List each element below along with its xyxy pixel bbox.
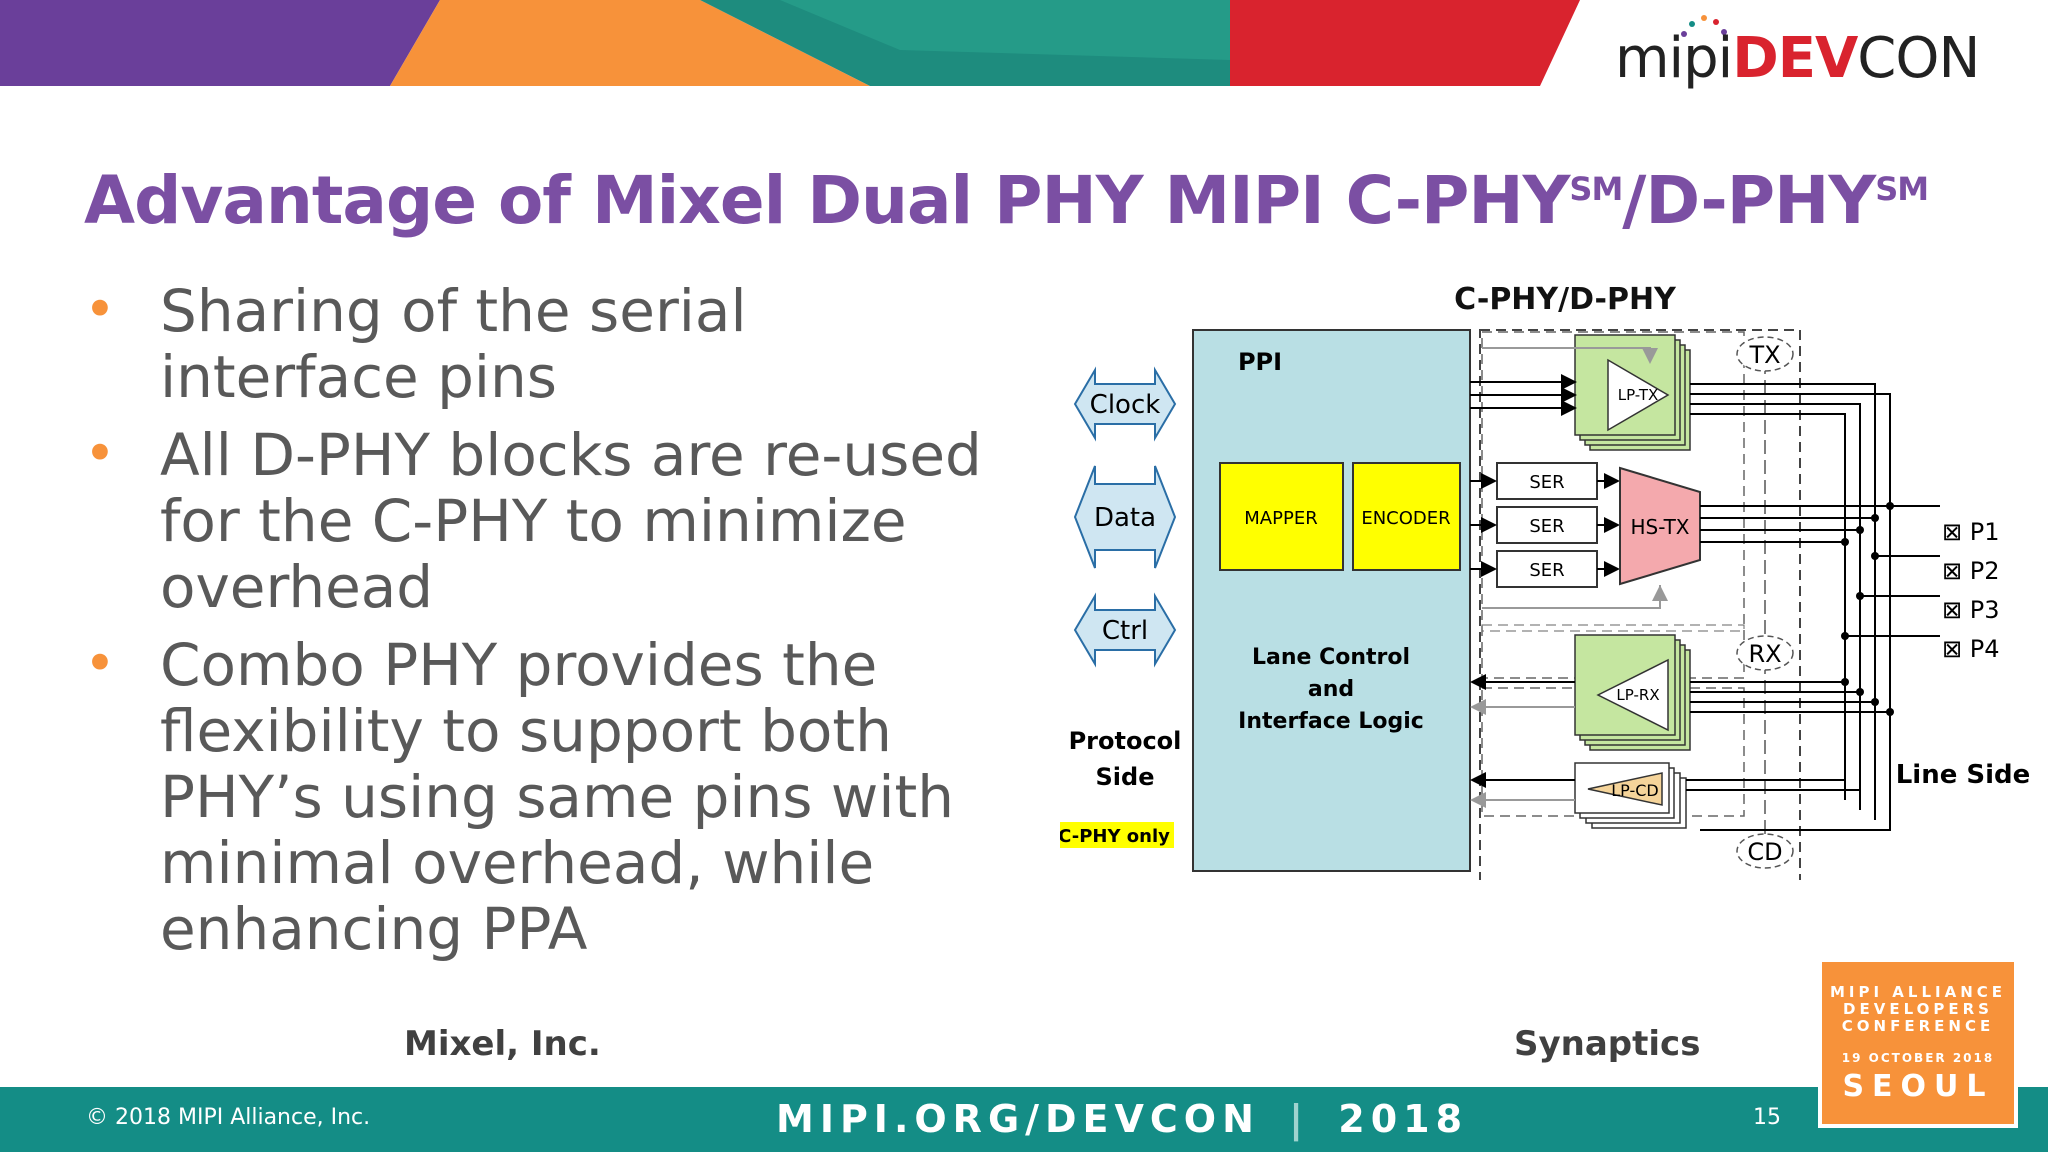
encoder-block [1352,462,1461,571]
lp-tx-output-wires [1690,383,1891,831]
lane-control-label-3: Interface Logic [1238,709,1424,734]
lp-tx-block: LP-TX [1574,334,1691,451]
region-divider [1481,624,1745,632]
pin-p2: ⊠ P2 [1942,557,1999,585]
credit-left: Mixel, Inc. [404,1024,601,1064]
pin-p3: ⊠ P3 [1942,596,1999,624]
lp-cd-block: LP-CD [1574,762,1687,829]
encoder-label: ENCODER [1361,508,1450,529]
credit-right: Synaptics [1514,1024,1701,1064]
hs-tx-ctrl-line [1482,585,1661,609]
mipi-devcon-logo: mipiDEVCON [1615,26,1980,91]
logo-dev: DEV [1732,26,1858,91]
badge-date: 19 OCTOBER 2018 [1841,1051,1995,1065]
lane-control-label-2: and [1308,677,1354,702]
ser-label: SER [1529,516,1564,537]
badge-line-3: CONFERENCE [1841,1017,1995,1035]
cd-label: CD [1747,838,1782,866]
lp-rx-block: LP-RX [1574,634,1691,751]
logo-dots-icon [1681,15,1727,37]
clock-label: Clock [1090,390,1161,420]
clock-arrow: Clock [1073,366,1177,442]
tx-label: TX [1748,341,1780,369]
data-arrow: Data [1073,465,1177,569]
wire-junctions [1841,502,1894,716]
ser-label: SER [1529,560,1564,581]
ser-block: SER [1496,550,1598,588]
footer-bar: © 2018 MIPI Alliance, Inc. MIPI.ORG/DEVC… [0,1087,2048,1152]
bullet-marker: • [84,422,116,485]
title-mid: /D-PHY [1622,162,1876,239]
hs-tx-output-wires [1700,505,1890,543]
lp-cd-label: LP-CD [1611,781,1658,800]
ctrl-label: Ctrl [1102,616,1148,646]
bullet-item: • Combo PHY provides the flexibility to … [84,632,1024,962]
diagram-title: C-PHY/D-PHY [1454,282,1677,317]
data-label: Data [1094,503,1156,533]
badge-line-2: DEVELOPERS [1843,1000,1993,1018]
cphy-only-label: C-PHY only [1060,826,1170,847]
bullet-marker: • [84,278,116,341]
ctrl-arrow: Ctrl [1073,592,1177,668]
page-number: 15 [1753,1105,1781,1130]
rx-label: RX [1748,640,1781,668]
title-main: Advantage of Mixel Dual PHY MIPI C-PHY [84,162,1570,239]
lp-tx-ctrl-arrow [1482,347,1658,364]
protocol-side-label-2: Side [1096,763,1155,791]
bullet-item: • All D-PHY blocks are re-used for the C… [84,422,1024,620]
phy-block-diagram: C-PHY/D-PHY PPI MAPPER ENCODER Lane Cont… [1060,282,2031,880]
title-sm-1: SM [1569,170,1623,208]
mapper-block [1219,462,1344,571]
badge-line-1: MIPI ALLIANCE [1829,983,2007,1001]
slide-title: Advantage of Mixel Dual PHY MIPI C-PHYSM… [84,162,1929,239]
lp-rx-label: LP-RX [1616,686,1659,704]
lp-tx-label: LP-TX [1618,386,1659,404]
cd-marker [1736,833,1794,869]
phy-outline [1479,329,1801,880]
logo-mipi: mipi [1615,26,1733,91]
lane-control-label-1: Lane Control [1252,645,1410,670]
ppi-block [1192,329,1471,872]
pin-wires [1845,505,1940,637]
pin-p1: ⊠ P1 [1942,518,1999,546]
lp-cd-wires [1470,772,1860,791]
bullet-marker: • [84,632,116,695]
rx-marker [1736,635,1794,671]
ser-label: SER [1529,472,1564,493]
ser-block: SER [1496,462,1598,500]
bullet-text: Combo PHY provides the flexibility to su… [160,631,954,963]
bullet-text: All D-PHY blocks are re-used for the C-P… [160,421,982,621]
cphy-only-badge [1060,822,1174,848]
footer-url: MIPI.ORG/DEVCON | 2018 [776,1097,1468,1141]
conference-badge: MIPI ALLIANCE DEVELOPERS CONFERENCE 19 O… [1818,958,2018,1128]
footer-year: 2018 [1338,1097,1469,1141]
copyright-text: © 2018 MIPI Alliance, Inc. [86,1105,371,1130]
protocol-side-label-1: Protocol [1069,727,1182,755]
line-side-label: Line Side [1896,760,2031,790]
footer-url-text: MIPI.ORG/DEVCON [776,1097,1260,1141]
top-banner [0,0,2048,86]
title-sm-2: SM [1875,170,1929,208]
pin-p4: ⊠ P4 [1942,635,1999,663]
hs-tx-block: HS-TX [1619,466,1701,586]
bullet-item: • Sharing of the serial interface pins [84,278,1024,410]
logo-con: CON [1857,26,1980,91]
ser-block: SER [1496,506,1598,544]
banner-graphic [0,0,2048,86]
ppi-label: PPI [1238,348,1282,376]
mapper-label: MAPPER [1244,508,1317,529]
badge-city: SEOUL [1842,1069,1994,1104]
hs-tx-label: HS-TX [1630,515,1689,539]
tx-marker [1736,336,1794,372]
lp-rx-wires [1470,674,1890,713]
lp-tx-input-wires [1470,374,1577,416]
bullet-list: • Sharing of the serial interface pins •… [84,278,1024,974]
footer-separator: | [1289,1097,1310,1141]
bullet-text: Sharing of the serial interface pins [160,277,747,411]
